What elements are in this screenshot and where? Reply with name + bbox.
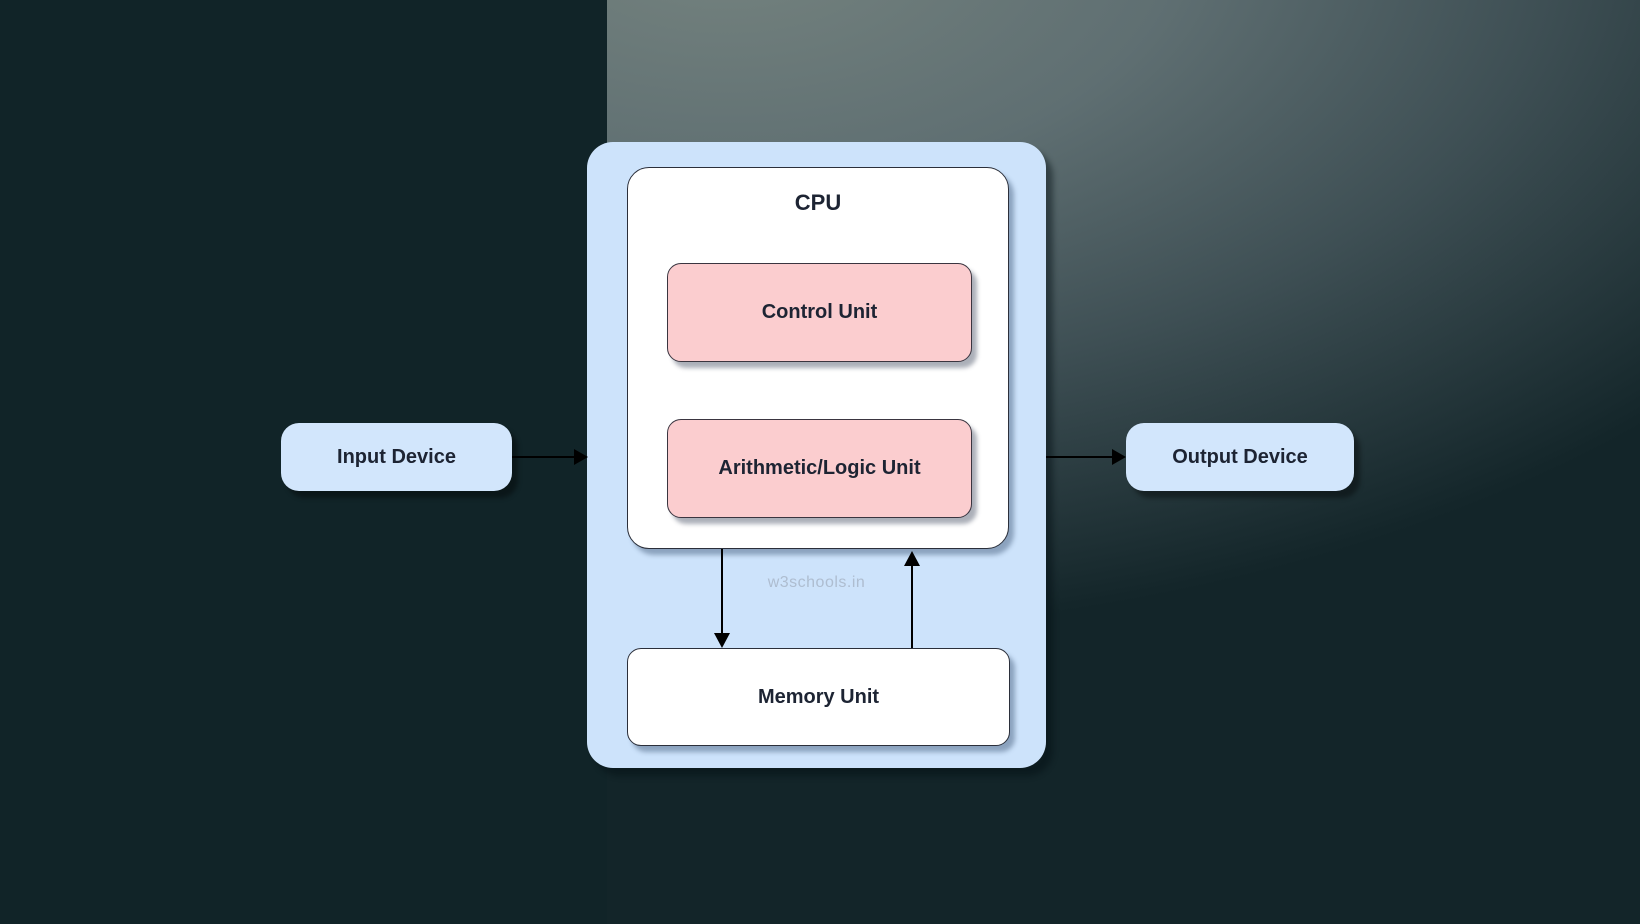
arithmetic-logic-unit-label: Arithmetic/Logic Unit (718, 457, 921, 479)
arrowhead-right-icon (1112, 449, 1126, 465)
output-device-node: Output Device (1126, 423, 1354, 491)
output-device-label: Output Device (1172, 445, 1308, 468)
cpu-container: CPU Control Unit Arithmetic/Logic Unit M… (587, 142, 1046, 768)
arrow-line (512, 456, 575, 458)
arithmetic-logic-unit-node: Arithmetic/Logic Unit (667, 419, 972, 518)
arrow-cpu-to-output (1046, 449, 1126, 465)
memory-unit-label: Memory Unit (757, 685, 880, 708)
arrow-memory-to-cpu (904, 551, 920, 648)
cpu-node: CPU Control Unit Arithmetic/Logic Unit (627, 167, 1009, 549)
memory-unit-node: Memory Unit (627, 648, 1010, 746)
arrowhead-up-icon (904, 551, 920, 566)
arrowhead-right-icon (574, 449, 588, 465)
control-unit-label: Control Unit (761, 301, 878, 323)
arrow-line (1046, 456, 1113, 458)
arrow-line (721, 549, 723, 634)
input-device-label: Input Device (337, 445, 456, 468)
arrow-input-to-cpu (512, 449, 588, 465)
input-device-node: Input Device (281, 423, 512, 491)
arrow-line (911, 565, 913, 648)
watermark-text: w3schools.in (767, 574, 866, 591)
arrowhead-down-icon (714, 633, 730, 648)
control-unit-node: Control Unit (667, 263, 972, 362)
arrow-cpu-to-memory (714, 549, 730, 648)
cpu-label: CPU (794, 190, 842, 215)
